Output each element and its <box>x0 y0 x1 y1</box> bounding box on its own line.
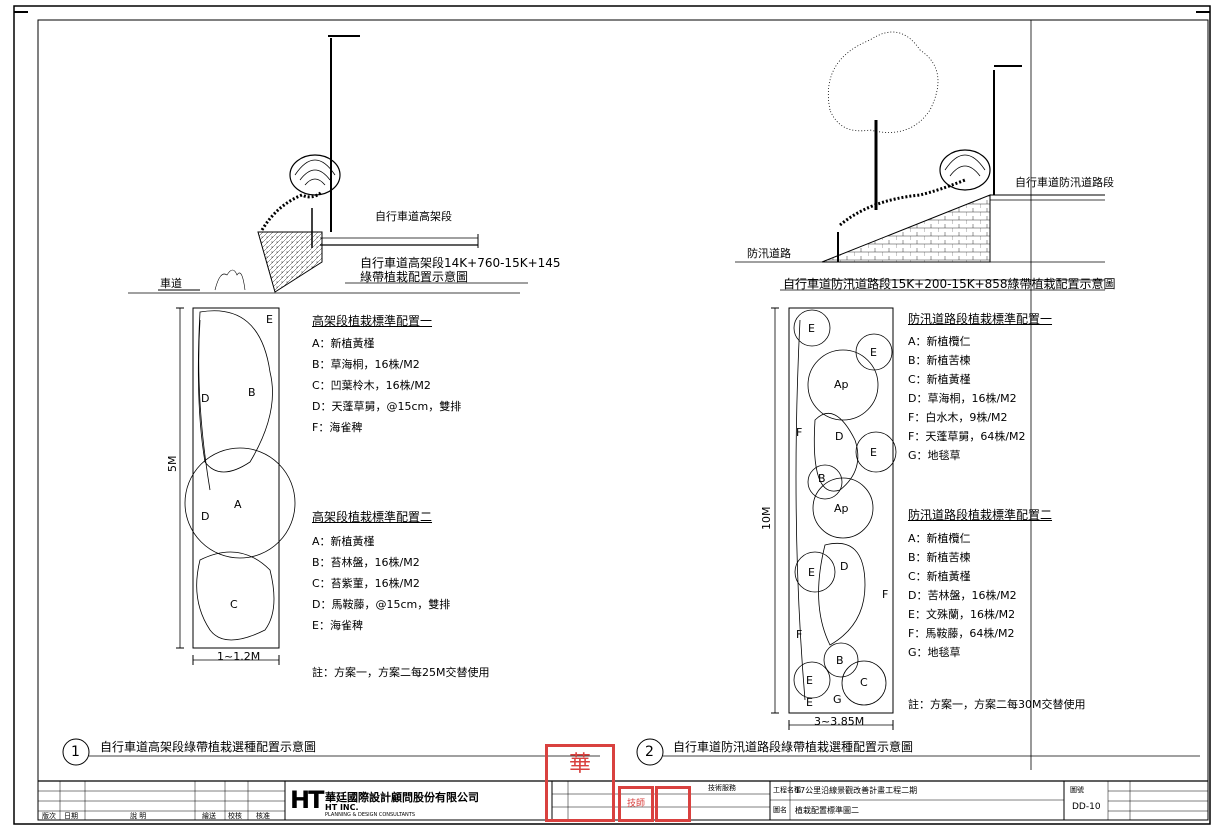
legend-item: A：新植黃槿 <box>312 337 375 350</box>
right-scheme1-list: A：新植欖仁 B：新植苦楝 C：新植黃槿 D：草海桐，16株/M2 F：白水木，… <box>908 333 1026 466</box>
legend-item: G：地毯草 <box>908 646 961 659</box>
legend-item: A：新植欖仁 <box>908 335 971 348</box>
left-plan-letter: B <box>248 386 256 399</box>
left-scheme2-title: 高架段植栽標準配置二 <box>312 510 433 524</box>
left-roadway-label: 車道 <box>160 277 182 290</box>
seal-text: 華 <box>568 752 591 777</box>
legend-item: D：苦林盤，16株/M2 <box>908 589 1017 602</box>
right-scheme1-title: 防汛道路段植栽標準配置一 <box>908 312 1053 326</box>
legend-item: D：草海桐，16株/M2 <box>908 392 1017 405</box>
right-plan-letter: E <box>808 322 815 335</box>
right-plan-letter: D <box>840 560 849 573</box>
left-dim-horizontal: 1~1.2M <box>217 650 261 663</box>
legend-item: E：文殊蘭，16株/M2 <box>908 608 1016 621</box>
right-plan-letter: Ap <box>834 502 849 515</box>
right-plan-letter: E <box>870 346 877 359</box>
rev-header-desc: 說 明 <box>130 812 147 820</box>
left-scheme2-list: A：新植黃槿 B：苔林盤，16株/M2 C：苔紫菫，16株/M2 D：馬鞍藤，@… <box>312 533 450 638</box>
right-plan-letter: B <box>818 472 826 485</box>
right-plan-letter: C <box>860 676 868 689</box>
drawing-name: 植栽配置標準圖二 <box>795 806 859 815</box>
legend-item: F：白水木，9株/M2 <box>908 411 1008 424</box>
right-plan-letter: Ap <box>834 378 849 391</box>
company-name: 華廷國際設計顧問股份有限公司 <box>325 791 479 804</box>
right-plan-letter: F <box>882 588 889 601</box>
right-section-title: 自行車道防汛道路段15K+200-15K+858綠帶植栽配置示意圖 <box>783 277 1116 291</box>
right-plan-letter: F <box>796 426 803 439</box>
right-drawing-title: 自行車道防汛道路段綠帶植栽選種配置示意圖 <box>673 740 914 754</box>
right-dim-vertical: 10M <box>760 506 773 531</box>
legend-item: A：新植欖仁 <box>908 532 971 545</box>
left-section-subtitle: 綠帶植栽配置示意圖 <box>360 270 469 284</box>
legend-item: A：新植黃槿 <box>312 535 375 548</box>
right-note: 註：方案一，方案二每30M交替使用 <box>908 698 1086 711</box>
legend-item: F：馬鞍藤，64株/M2 <box>908 627 1015 640</box>
left-drawing-title: 自行車道高架段綠帶植栽選種配置示意圖 <box>100 740 317 754</box>
right-plan-letter: E <box>808 566 815 579</box>
seal-text: 技師 <box>626 799 645 809</box>
legend-item: C：苔紫菫，16株/M2 <box>312 577 420 590</box>
right-scheme2-title: 防汛道路段植栽標準配置二 <box>908 508 1053 522</box>
left-section-title: 自行車道高架段14K+760-15K+145 <box>360 256 561 270</box>
right-plan-letter: B <box>836 654 844 667</box>
left-scheme1-list: A：新植黃槿 B：草海桐，16株/M2 C：凹葉柃木，16株/M2 D：天蓬草舅… <box>312 335 461 440</box>
company-name-en: HT INC. <box>325 803 359 812</box>
company-logo: HT <box>290 786 324 814</box>
left-plan-letter: C <box>230 598 238 611</box>
rev-header-date: 日期 <box>64 812 78 820</box>
rev-header-version: 版次 <box>42 812 56 820</box>
legend-item: C：新植黃槿 <box>908 570 971 583</box>
rev-header-drawn: 繪送 <box>202 812 216 820</box>
sheet-number: DD-10 <box>1072 802 1101 812</box>
left-plan-letter: E <box>266 313 273 326</box>
seal-stamp-small-2 <box>655 786 691 822</box>
legend-item: C：新植黃槿 <box>908 373 971 386</box>
legend-item: B：苔林盤，16株/M2 <box>312 556 420 569</box>
legend-item: B：草海桐，16株/M2 <box>312 358 420 371</box>
left-note: 註：方案一，方案二每25M交替使用 <box>312 666 490 679</box>
professional-seal-stamp: 華 <box>545 744 615 822</box>
right-plan-letter: G <box>833 693 842 706</box>
rev-header-approved: 核准 <box>256 812 270 820</box>
right-plan-letter: D <box>835 430 844 443</box>
legend-item: G：地毯草 <box>908 449 961 462</box>
left-dim-vertical: 5M <box>166 455 179 473</box>
right-plan-letter: F <box>796 628 803 641</box>
legend-item: B：新植苦楝 <box>908 551 971 564</box>
left-plan-letter: A <box>234 498 242 511</box>
right-road-label: 防汛道路 <box>747 247 791 260</box>
legend-item: E：海雀稗 <box>312 619 363 632</box>
right-dim-horizontal: 3~3.85M <box>814 715 865 728</box>
rev-header-checked: 校核 <box>228 812 242 820</box>
stamp-label: 技術服務 <box>708 784 736 792</box>
sheet-number-label: 圖號 <box>1070 786 1084 794</box>
left-scheme1-title: 高架段植栽標準配置一 <box>312 314 433 328</box>
left-plan-letter: D <box>201 392 210 405</box>
legend-item: D：馬鞍藤，@15cm，雙排 <box>312 598 451 611</box>
legend-item: C：凹葉柃木，16株/M2 <box>312 379 431 392</box>
legend-item: F：天蓬草舅，64株/M2 <box>908 430 1026 443</box>
seal-stamp-small: 技師 <box>618 786 654 822</box>
project-label: 工程名稱 <box>773 786 801 794</box>
legend-item: B：新植苦楝 <box>908 354 971 367</box>
legend-item: D：天蓬草舅，@15cm，雙排 <box>312 400 462 413</box>
left-callout-label: 自行車道高架段 <box>375 210 452 223</box>
right-callout-label: 自行車道防汛道路段 <box>1015 176 1114 189</box>
right-drawing-number: 2 <box>645 744 654 760</box>
project-name: 17公里沿線景觀改善計畫工程二期 <box>795 786 918 795</box>
left-plan-letter: D <box>201 510 210 523</box>
right-plan-letter: E <box>870 446 877 459</box>
company-subtitle: PLANNING & DESIGN CONSULTANTS <box>325 812 415 818</box>
right-scheme2-list: A：新植欖仁 B：新植苦楝 C：新植黃槿 D：苦林盤，16株/M2 E：文殊蘭，… <box>908 530 1017 663</box>
legend-item: F：海雀稗 <box>312 421 363 434</box>
drawing-name-label: 圖名 <box>773 806 787 814</box>
right-plan-letter: E <box>806 674 813 687</box>
right-plan-letter: E <box>806 696 813 709</box>
left-drawing-number: 1 <box>71 744 80 760</box>
